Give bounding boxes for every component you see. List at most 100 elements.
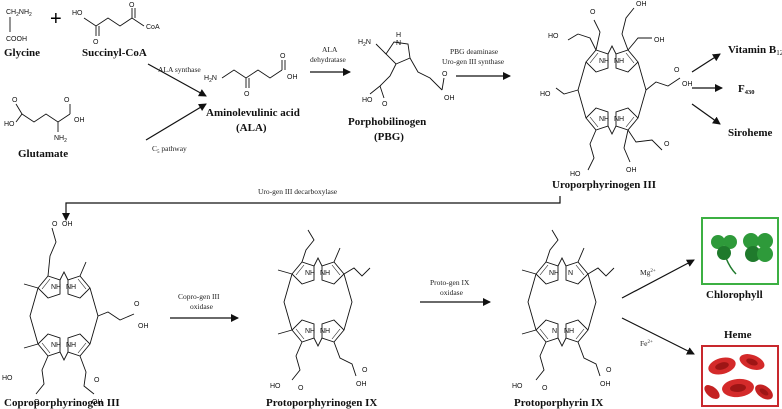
uroporphyrinogen-label: Uroporphyrinogen III (552, 179, 656, 191)
protoporphyrin-structure: NH N N NH HO O O OH (512, 229, 615, 392)
ala-dehydratase-label-2: dehydratase (310, 55, 346, 64)
ala-abbrev: (ALA) (236, 122, 267, 134)
proto-nh-1: NH (549, 270, 559, 277)
glutamate-label: Glutamate (18, 148, 68, 160)
protoporphyrin-label: Protoporphyrin IX (514, 397, 603, 409)
uro-nh-2: NH (614, 58, 624, 65)
glutamate-o1: O (12, 97, 18, 104)
uroporphyrinogen-structure: NH NH NH NH HO O OH OH O OH HO HO O OH (540, 1, 693, 178)
pbg-o1: O (382, 101, 388, 108)
protogen-nh-1: NH (305, 270, 315, 277)
arrow-c5-pathway (145, 103, 207, 141)
protogen-ho: HO (270, 383, 281, 390)
ala-o2: O (280, 53, 286, 60)
ala-label: Aminolevulinic acid (206, 107, 300, 119)
proto-o-1: O (542, 385, 548, 392)
uro-nh-3: NH (599, 116, 609, 123)
pbg-abbrev: (PBG) (374, 131, 404, 143)
glutamate-structure: O HO O OH NH2 (4, 97, 85, 144)
glutamate-nh2: NH2 (54, 135, 67, 144)
mg-label: Mg2+ (640, 268, 656, 277)
urogen-decarboxylase-label: Uro-gen III decarboxylase (258, 187, 338, 196)
protogen-oh: OH (356, 381, 367, 388)
uro-oh-1: OH (636, 1, 647, 8)
pbg-n: N (396, 40, 401, 47)
pbg-ho: HO (362, 97, 373, 104)
uro-oh-3: OH (682, 81, 693, 88)
protogen-nh-3: NH (305, 328, 315, 335)
protoporphyrinogen-label: Protoporphyrinogen IX (266, 397, 377, 409)
proto-oh: OH (600, 381, 611, 388)
coprogen-oxidase-label-2: oxidase (190, 302, 214, 311)
coprogen-oxidase-label-1: Copro-gen III (178, 292, 220, 301)
protogen-nh-4: NH (320, 328, 330, 335)
pbg-h2n: H2N (358, 39, 371, 48)
copro-o-3: O (94, 377, 100, 384)
glutamate-ho: HO (4, 121, 15, 128)
succinyl-ho: HO (72, 10, 83, 17)
uro-oh-2: OH (654, 37, 665, 44)
copro-nh-4: NH (66, 342, 76, 349)
arrow-vitamin-b12 (691, 53, 721, 73)
succinyl-o1: O (93, 39, 99, 46)
ala-structure: H2N O O OH (204, 53, 298, 98)
copro-ho-1: HO (2, 375, 13, 382)
proto-ho: HO (512, 383, 523, 390)
copro-nh-3: NH (51, 342, 61, 349)
proto-o-2: O (606, 367, 612, 374)
copro-oh-3: OH (92, 399, 103, 406)
coproporphyrinogen-structure: NH NH NH NH O OH O OH HO O OH O (2, 221, 149, 406)
protogen-oxidase-label-1: Proto-gen IX (430, 278, 470, 287)
copro-o-2: O (134, 301, 140, 308)
protogen-oxidase-label-2: oxidase (440, 288, 464, 297)
copro-o-1: O (52, 221, 58, 228)
pbg-label: Porphobilinogen (348, 116, 426, 128)
protogen-nh-2: NH (320, 270, 330, 277)
siroheme-label: Siroheme (728, 127, 773, 139)
coproporphyrinogen-label: Coproporphyrinogen III (4, 397, 120, 409)
uro-o-2: O (674, 67, 680, 74)
glycine-ch2nh2: CH2NH2 (6, 9, 32, 18)
copro-o-4: O (34, 399, 40, 406)
arrow-fe (621, 317, 695, 355)
uro-o-1: O (590, 9, 596, 16)
protogen-o-2: O (362, 367, 368, 374)
proto-n-2: N (552, 328, 557, 335)
succinyl-o2: O (129, 2, 135, 9)
uro-ho-1: HO (548, 33, 559, 40)
ala-o1: O (244, 91, 250, 98)
copro-oh-2: OH (138, 323, 149, 330)
fe-label: Fe2+ (640, 339, 653, 348)
copro-oh-1: OH (62, 221, 73, 228)
protoporphyrinogen-structure: NH NH NH NH HO O O OH (270, 229, 371, 392)
glycine-label: Glycine (4, 47, 40, 59)
glycine-structure: CH2NH2 COOH (6, 9, 32, 43)
protogen-o-1: O (298, 385, 304, 392)
pbg-oh: OH (444, 95, 455, 102)
chlorophyll-image (701, 217, 779, 285)
uro-nh-4: NH (614, 116, 624, 123)
uro-o-3: O (664, 141, 670, 148)
ala-dehydratase-label-1: ALA (322, 45, 338, 54)
pbg-deaminase-label: PBG deaminase (450, 47, 499, 56)
c5-pathway-label: C5 pathway (152, 144, 187, 155)
glutamate-o2: O (64, 97, 70, 104)
heme-image (701, 345, 779, 407)
arrow-siroheme (691, 103, 721, 125)
proto-n-1: N (568, 270, 573, 277)
ala-oh: OH (287, 74, 298, 81)
plus-sign: + (50, 8, 62, 30)
uro-ho-2: HO (540, 91, 551, 98)
ala-synthase-label: ALA synthase (158, 65, 201, 74)
vitamin-b12-label: Vitamin B12 (728, 44, 782, 57)
arrow-mg (621, 259, 695, 299)
pbg-structure: H2N H N HO O O OH (358, 32, 455, 108)
pbg-o2: O (442, 71, 448, 78)
chlorophyll-label: Chlorophyll (706, 289, 763, 301)
arrow-ala-synthase (147, 63, 207, 97)
pbg-nh: H (396, 32, 401, 39)
succinyl-coa-structure: HO O O CoA (72, 2, 160, 46)
succinyl-coa-label: Succinyl-CoA (82, 47, 147, 59)
succinyl-coa-group: CoA (146, 24, 160, 31)
